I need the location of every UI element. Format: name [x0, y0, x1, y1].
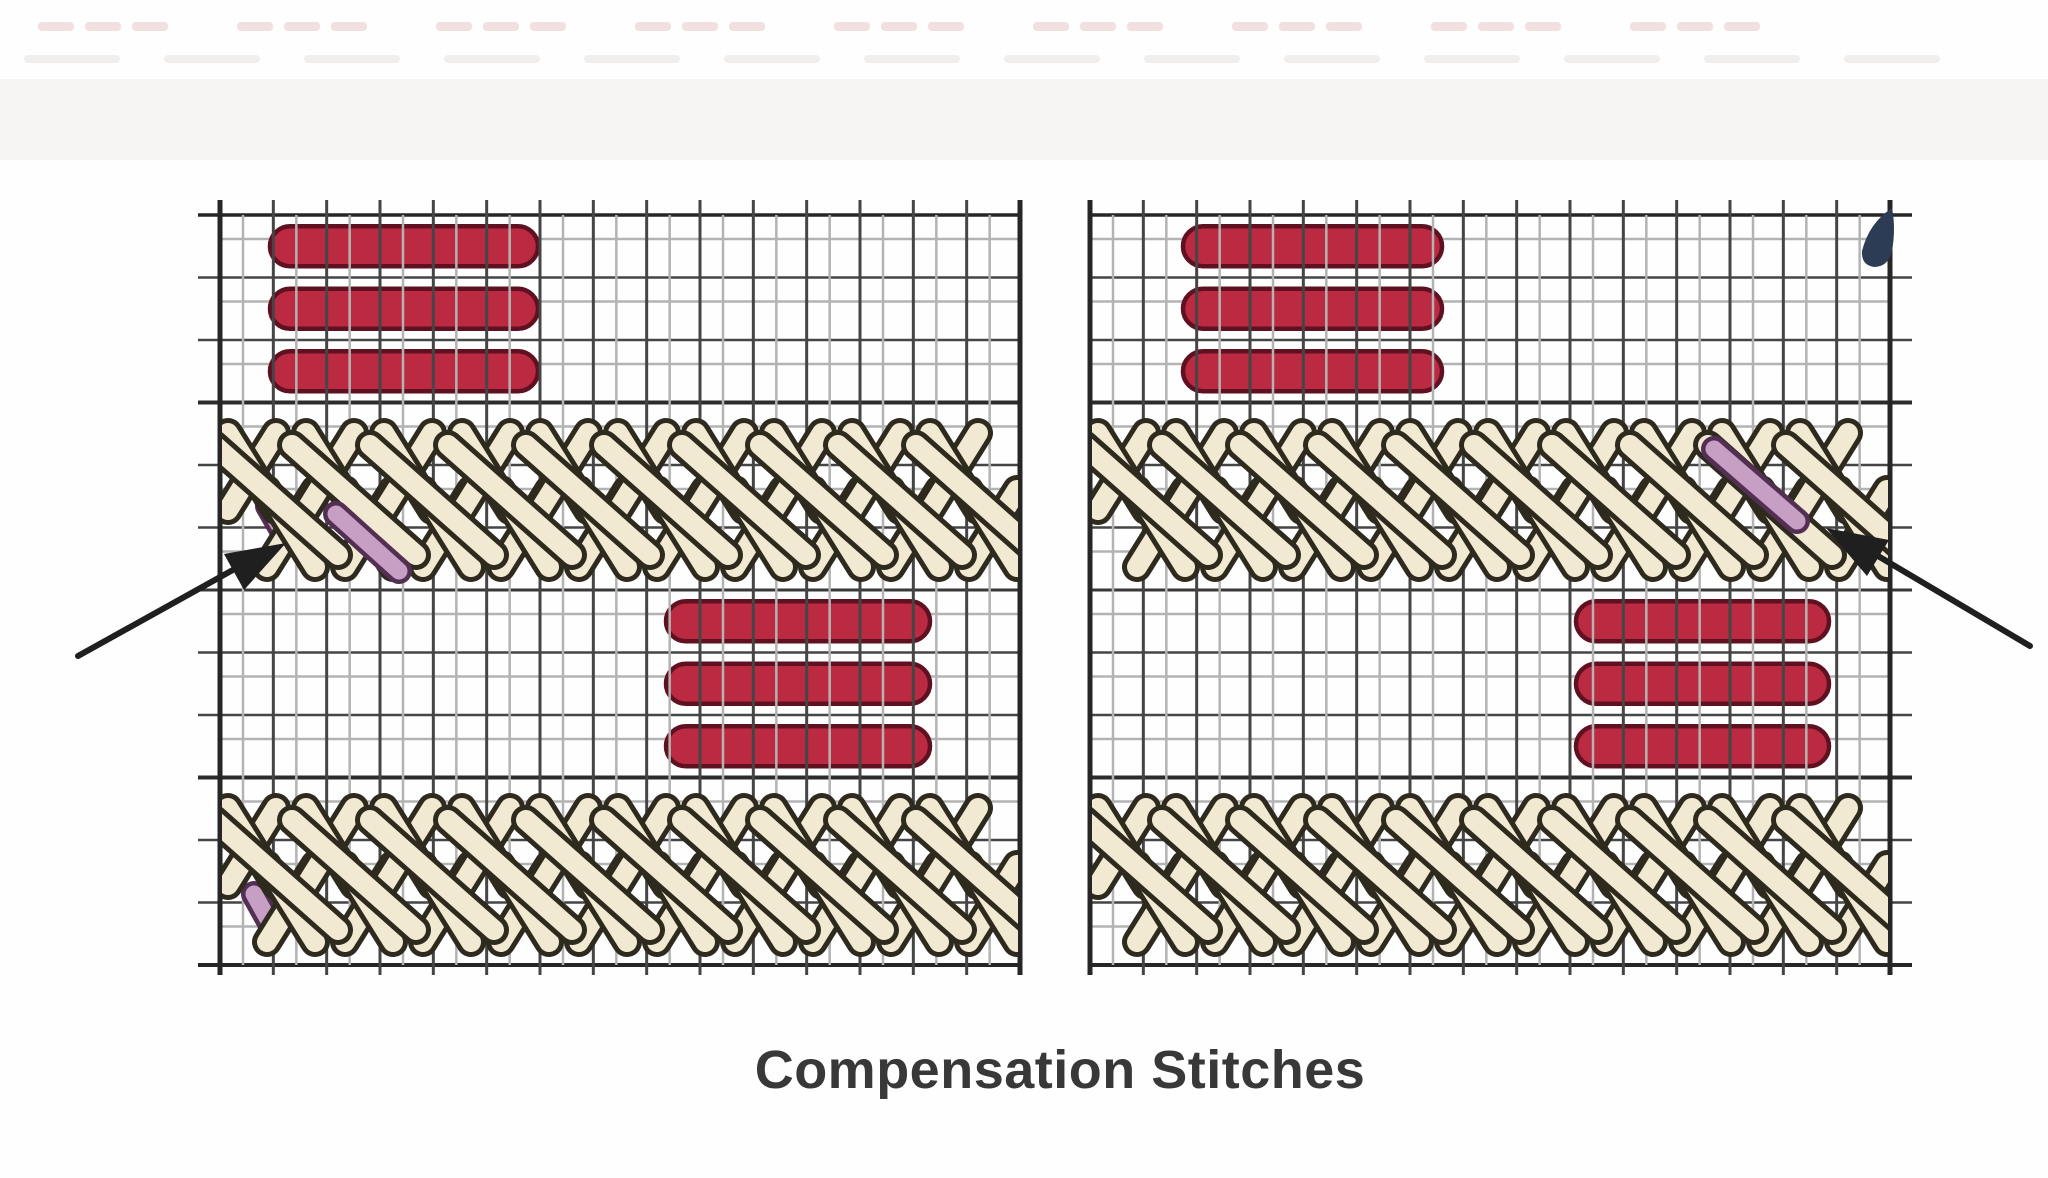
compensation-arrow-right	[1826, 528, 2033, 649]
left-chart-panel	[198, 200, 1023, 975]
right-chart-panel	[1087, 200, 1912, 975]
satin-stitch-bar	[663, 599, 933, 644]
diagram-caption: Compensation Stitches	[755, 1040, 1366, 1100]
satin-stitch-bar	[1180, 349, 1445, 394]
satin-stitch-bar	[1573, 724, 1832, 769]
satin-stitch-bar	[663, 724, 933, 769]
satin-stitch-bar	[663, 661, 933, 706]
compensation-arrow-left	[75, 543, 286, 659]
arrowhead-icon	[1826, 528, 1889, 576]
satin-stitch-bar	[1180, 286, 1445, 331]
satin-stitch-bar	[1573, 661, 1832, 706]
arrowhead-icon	[224, 543, 286, 590]
corner-mark-icon	[1861, 208, 1894, 267]
ghost-artifacts	[0, 22, 2048, 160]
stitch-bands	[1092, 418, 1888, 957]
satin-stitch-bar	[1180, 224, 1445, 269]
stitch-bands	[222, 418, 1018, 957]
satin-stitch-bar	[1573, 599, 1832, 644]
